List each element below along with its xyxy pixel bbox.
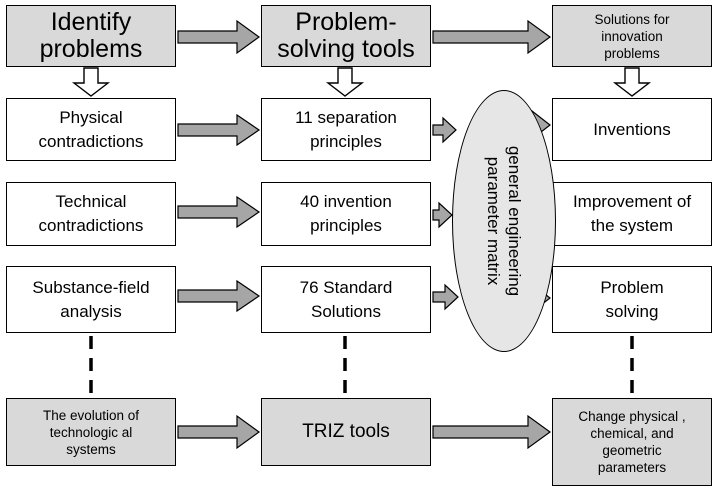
triz-tools-label: TRIZ tools xyxy=(302,421,390,442)
standard-solutions-box: 76 Standard Solutions xyxy=(261,266,431,333)
separation-principles-box: 11 separation principles xyxy=(261,98,431,161)
top-arrow-1 xyxy=(177,19,261,55)
bottom-arrow-2 xyxy=(432,414,552,450)
row1-arrow-left xyxy=(177,113,261,147)
bottom-arrow-1 xyxy=(177,414,261,450)
problem-solving-tools-label: Problem- solving tools xyxy=(277,8,415,63)
problem-solving-tools-box: Problem- solving tools xyxy=(261,5,431,67)
standard-solutions-label: 76 Standard Solutions xyxy=(299,277,393,321)
separation-principles-label: 11 separation principles xyxy=(295,107,397,151)
physical-contradictions-box: Physical contradictions xyxy=(6,98,176,161)
triz-tools-box: TRIZ tools xyxy=(261,398,431,466)
inventions-box: Inventions xyxy=(552,98,712,161)
invention-principles-label: 40 invention principles xyxy=(300,192,392,235)
identify-problems-box: Identify problems xyxy=(6,5,176,67)
row1-arrow-to-matrix xyxy=(432,116,457,144)
identify-problems-label: Identify problems xyxy=(39,8,143,63)
solutions-box: Solutions for innovation problems xyxy=(552,5,712,67)
top-arrow-2 xyxy=(432,19,552,55)
down-arrow-solutions xyxy=(612,67,652,97)
parameter-matrix-label: general engineering parameter matrix xyxy=(484,145,524,297)
parameter-matrix-ellipse xyxy=(452,90,556,352)
improvement-label: Improvement of the system xyxy=(572,192,692,235)
solutions-label: Solutions for innovation problems xyxy=(594,11,670,61)
inventions-label: Inventions xyxy=(593,119,671,139)
change-parameters-label: Change physical , chemical, and geometri… xyxy=(578,409,686,475)
row3-arrow-to-matrix xyxy=(432,283,459,311)
evolution-label: The evolution of technologic al systems xyxy=(42,407,140,457)
row2-arrow-to-matrix xyxy=(432,201,453,229)
substance-field-label: Substance-field analysis xyxy=(32,277,150,321)
technical-contradictions-box: Technical contradictions xyxy=(6,182,176,246)
substance-field-box: Substance-field analysis xyxy=(6,266,176,333)
technical-contradictions-label: Technical contradictions xyxy=(38,192,144,235)
evolution-box: The evolution of technologic al systems xyxy=(6,398,176,466)
invention-principles-box: 40 invention principles xyxy=(261,182,431,246)
row2-arrow-left xyxy=(177,195,261,229)
problem-solving-box: Problem solving xyxy=(552,266,712,333)
improvement-box: Improvement of the system xyxy=(552,182,712,246)
down-arrow-identify xyxy=(71,67,111,97)
problem-solving-label: Problem solving xyxy=(600,277,664,321)
row3-arrow-left xyxy=(177,279,261,313)
down-arrow-tools xyxy=(325,67,365,97)
physical-contradictions-label: Physical contradictions xyxy=(38,107,144,151)
change-parameters-box: Change physical , chemical, and geometri… xyxy=(552,398,712,486)
